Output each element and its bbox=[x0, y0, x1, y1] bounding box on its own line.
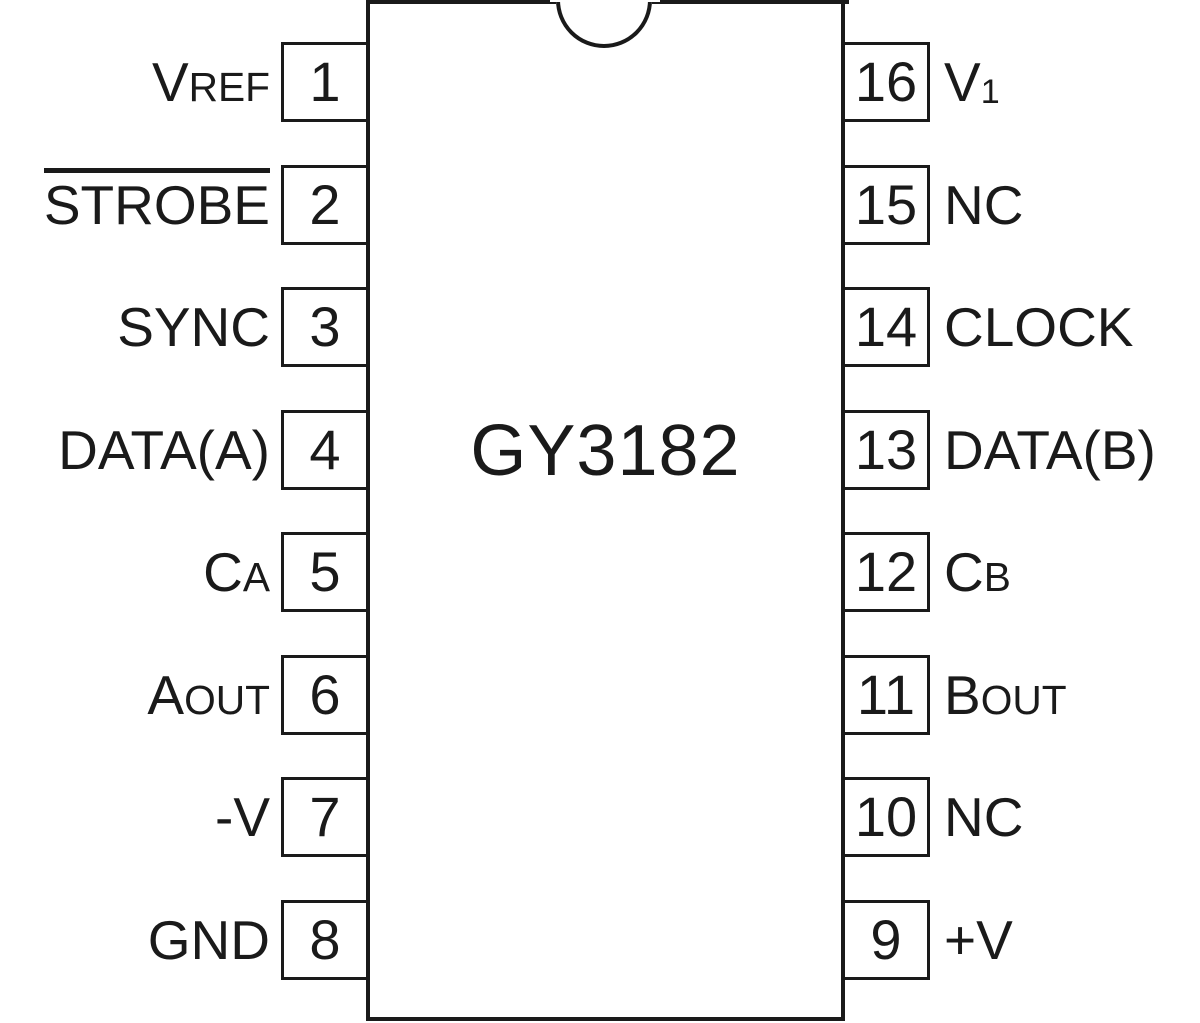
pin-number-box-5: 5 bbox=[281, 532, 366, 612]
pin-label-10: NC bbox=[944, 786, 1024, 848]
pin-label-7: -V bbox=[215, 786, 270, 848]
chip-part-number: GY3182 bbox=[470, 411, 741, 491]
chip-notch-mask bbox=[550, 0, 660, 2]
pin-label-9: +V bbox=[944, 908, 1013, 971]
pin-label-12: CB bbox=[944, 541, 1011, 603]
pin-label-14: CLOCK bbox=[944, 296, 1134, 358]
pin-label-13: DATA(B) bbox=[944, 418, 1156, 481]
pin-number-box-16: 16 bbox=[845, 42, 930, 122]
pin-number-box-8: 8 bbox=[281, 899, 366, 980]
pin-number-box-10: 10 bbox=[845, 777, 930, 857]
pin-number-box-14: 14 bbox=[845, 287, 930, 367]
chip-top-edge-right bbox=[652, 0, 849, 4]
pin-number-box-15: 15 bbox=[845, 164, 930, 245]
pin-number-box-6: 6 bbox=[281, 654, 366, 735]
pin-number-box-9: 9 bbox=[845, 899, 930, 980]
chip-top-edge-left bbox=[366, 0, 556, 4]
pin-number-box-12: 12 bbox=[845, 532, 930, 612]
pin-number-box-13: 13 bbox=[845, 409, 930, 490]
pin-label-8: GND bbox=[147, 908, 270, 971]
pin-label-3: SYNC bbox=[117, 296, 270, 358]
pin-label-5: CA bbox=[203, 541, 270, 603]
pin-label-11: BOUT bbox=[944, 663, 1067, 726]
pin-label-15: NC bbox=[944, 173, 1024, 236]
chip-body-outline bbox=[366, 0, 845, 1021]
pin-number-box-11: 11 bbox=[845, 654, 930, 735]
pin-number-box-7: 7 bbox=[281, 777, 366, 857]
pin-number-box-3: 3 bbox=[281, 287, 366, 367]
pin-number-box-4: 4 bbox=[281, 409, 366, 490]
pin-number-box-2: 2 bbox=[281, 164, 366, 245]
pin-label-1: VREF bbox=[151, 51, 270, 113]
pin-label-4: DATA(A) bbox=[58, 418, 270, 481]
pin-label-6: AOUT bbox=[147, 663, 270, 726]
pin-label-16: V1 bbox=[944, 51, 1000, 113]
pin-number-box-1: 1 bbox=[281, 42, 366, 122]
pin-label-2: STROBE bbox=[43, 165, 271, 245]
